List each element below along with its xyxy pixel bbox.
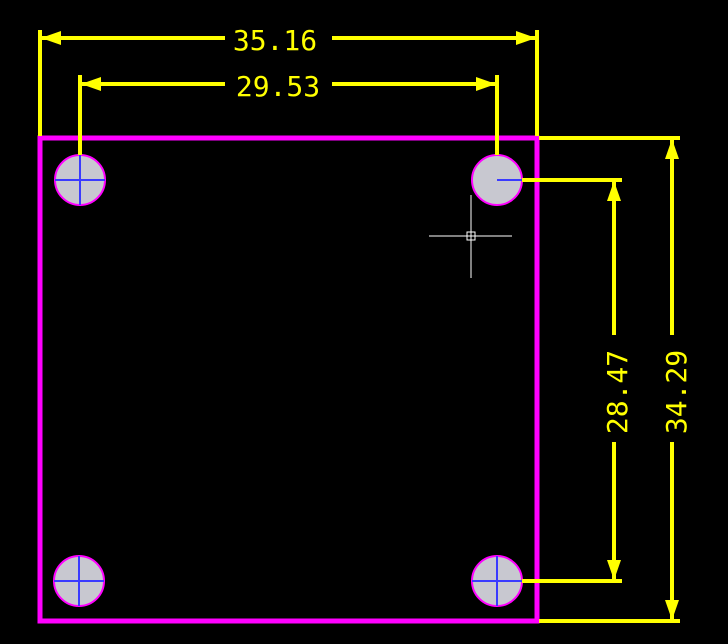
- dimension-text-outer-height: 34.29: [660, 350, 693, 434]
- dimension-outer-width[interactable]: 35.16: [38, 24, 539, 136]
- dimension-hole-spacing-x[interactable]: 29.53: [78, 70, 499, 155]
- hole-bottom-left[interactable]: [53, 555, 105, 607]
- hole-top-left[interactable]: [54, 154, 106, 206]
- dimension-text-outer-width: 35.16: [233, 24, 317, 57]
- dimension-outer-height[interactable]: 34.29: [539, 136, 693, 623]
- board-outline[interactable]: [37, 135, 540, 624]
- dimension-text-hole-spacing-x: 29.53: [236, 70, 320, 103]
- hole-top-right[interactable]: [471, 154, 523, 206]
- crosshair-cursor: [429, 195, 512, 278]
- cursor-pickbox: [466, 231, 476, 241]
- dimension-hole-spacing-y[interactable]: 28.47: [522, 178, 634, 583]
- hole-bottom-right[interactable]: [471, 555, 523, 607]
- dimension-text-hole-spacing-y: 28.47: [601, 350, 634, 434]
